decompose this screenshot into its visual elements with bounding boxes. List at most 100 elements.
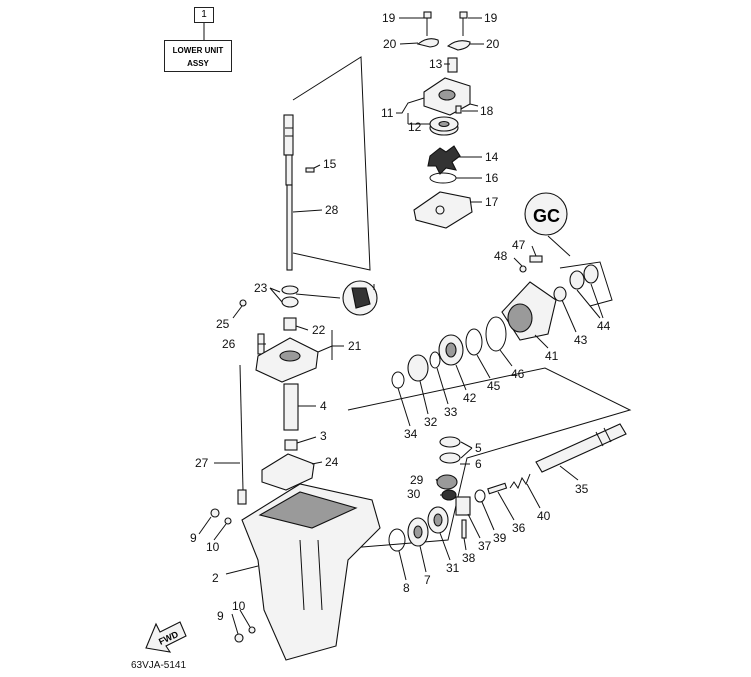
callout-20-left: 20: [383, 37, 397, 51]
callout-18: 18: [480, 104, 494, 118]
callout-11: 11: [381, 106, 394, 120]
callout-17: 17: [485, 195, 499, 209]
callout-20-right: 20: [486, 37, 500, 51]
callout-8: 8: [403, 581, 410, 595]
gasket-24: [261, 453, 315, 491]
callout-4: 4: [320, 399, 327, 413]
callout-3: 3: [320, 429, 327, 443]
spring-40: [509, 473, 531, 490]
callout-44: 44: [597, 319, 611, 333]
callout-19-left: 19: [382, 11, 396, 25]
bolt-9-upper: [210, 508, 220, 518]
pinion-29: [436, 474, 458, 490]
callout-21: 21: [348, 339, 362, 353]
callout-9-lower: 9: [217, 609, 224, 623]
gear-group-outline: [347, 367, 632, 549]
bearing-housing-21: [255, 337, 319, 383]
callout-46: 46: [511, 367, 525, 381]
reverse-gear-32: [407, 354, 429, 382]
propeller-shaft-35: [535, 423, 627, 473]
o-ring-46: [485, 316, 507, 352]
shim-8: [388, 528, 406, 552]
washer-10-upper: [224, 517, 232, 525]
svg-text:GC: GC: [533, 206, 560, 226]
callout-28: 28: [325, 203, 339, 217]
plate-20-left: [416, 38, 439, 48]
bolt-47: [529, 255, 543, 263]
bearing-23: [281, 285, 299, 308]
callout-10-upper: 10: [206, 540, 220, 554]
drive-shaft-28: [283, 114, 294, 271]
oil-seals-44: [569, 264, 599, 290]
callout-29: 29: [410, 473, 424, 487]
callout-numbers: 19 19 20 20 13 11 18 12 14 16 17 15 28 4…: [190, 11, 611, 623]
pinion-stack-5-6: [439, 436, 461, 464]
callout-14: 14: [485, 150, 499, 164]
callout-26: 26: [222, 337, 236, 351]
grease-gun-icon-2: [342, 280, 378, 316]
leader-lines: [198, 17, 604, 635]
callout-39: 39: [493, 531, 507, 545]
pin-38: [461, 519, 467, 539]
nut-30: [441, 489, 457, 501]
assembly-label-line2: ASSY: [187, 59, 209, 68]
callout-43: 43: [574, 333, 588, 347]
bolt-19-right: [459, 11, 468, 36]
assembly-label-box: LOWER UNIT ASSY: [164, 40, 232, 72]
callout-23: 23: [254, 281, 268, 295]
sleeve-22: [283, 317, 297, 331]
callout-2: 2: [212, 571, 219, 585]
callout-35: 35: [575, 482, 589, 496]
shim-34: [391, 371, 405, 389]
oil-seal-housing-4: [283, 383, 299, 431]
callout-12: 12: [408, 120, 422, 134]
bolt-9-lower: [234, 633, 244, 643]
callout-38: 38: [462, 551, 476, 565]
callout-47: 47: [512, 238, 526, 252]
callout-34: 34: [404, 427, 418, 441]
outer-plate-17: [413, 191, 473, 229]
callout-41: 41: [545, 349, 559, 363]
washer-10-lower: [248, 626, 256, 634]
callout-30: 30: [407, 487, 421, 501]
callout-9-upper: 9: [190, 531, 197, 545]
ball-bearing-42: [438, 334, 464, 366]
shaft-group-outline: [292, 56, 371, 271]
collar-3: [284, 439, 298, 451]
callout-5: 5: [475, 441, 482, 455]
grease-gun-icon: GC: [524, 192, 568, 236]
callout-16: 16: [485, 171, 499, 185]
assembly-ref-box: 1: [194, 7, 214, 23]
pin-25: [239, 299, 247, 307]
callout-24: 24: [325, 455, 339, 469]
fwd-arrow-icon: FWD: [145, 621, 187, 653]
callout-27: 27: [195, 456, 209, 470]
callout-7: 7: [424, 573, 431, 587]
callout-15: 15: [323, 157, 337, 171]
needle-bearing-43: [553, 286, 567, 302]
bearing-7: [407, 517, 429, 547]
bolt-19-left: [423, 11, 432, 36]
callout-31: 31: [446, 561, 460, 575]
shim-45: [465, 328, 483, 356]
propeller-shaft-housing-41: [501, 281, 557, 341]
gasket-16: [429, 172, 457, 184]
pin-15: [305, 167, 315, 173]
callout-37: 37: [478, 539, 492, 553]
callout-48: 48: [494, 249, 508, 263]
assembly-label-line1: LOWER UNIT: [172, 46, 224, 55]
shim-33: [429, 351, 441, 369]
callout-25: 25: [216, 317, 230, 331]
callout-33: 33: [444, 405, 458, 419]
pump-housing-11: [423, 57, 479, 116]
callout-6: 6: [475, 457, 482, 471]
dog-clutch-37: [455, 496, 471, 516]
insert-cartridge-12: [429, 116, 459, 136]
bearing-group-outline: [559, 261, 613, 307]
plate-20-right: [446, 40, 471, 51]
impeller-14: [427, 145, 461, 175]
callout-42: 42: [463, 391, 477, 405]
shift-rod-27: [237, 364, 247, 505]
forward-gear-31: [427, 506, 449, 534]
